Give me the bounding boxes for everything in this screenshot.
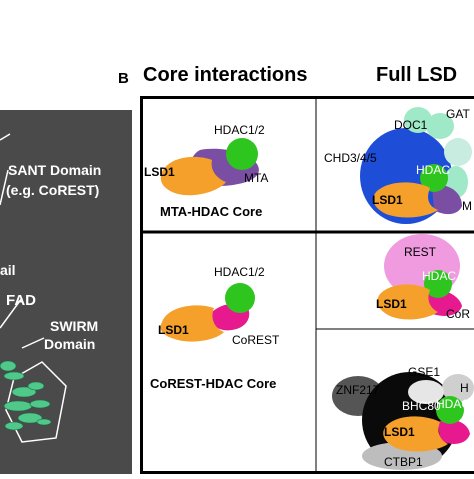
gat-protein-3 [444,138,472,166]
chd-label: CHD3/4/5 [324,151,377,165]
sant-domain-label: SANT Domain [8,162,102,178]
znf217-label: ZNF217 [336,383,380,397]
lsd1-protein [383,416,448,452]
protein-structure-ribbons [0,360,52,431]
full-lsd-heading: Full LSD [376,64,458,86]
gat-protein-2 [426,113,454,139]
hdac-label: HDAC1/2 [214,123,265,137]
mta-partial-label: M [462,199,472,213]
full-corest-complex-diagram: GSE1 H ZNF217 BHC80 HDAC LSD1 CTBP1 [332,365,474,470]
full-rest-complex-diagram: REST HDAC LSD1 CoR [376,234,470,321]
lsd1-protein [373,182,438,218]
doc1-label: DOC1 [394,118,428,132]
lsd1-protein [160,305,224,342]
hdac-protein [225,283,255,313]
swirm-domain-label: Domain [44,336,96,352]
lsd1-protein [377,284,438,320]
gat-protein [404,107,432,133]
panel-b-grid: HDAC1/2 LSD1 MTA MTA-HDAC Core HDAC1/2 L… [140,96,474,474]
ctbp1-label: CTBP1 [384,455,423,469]
hdac-protein [226,138,258,170]
lsd1-label: LSD1 [158,323,189,337]
pointer-line [0,297,23,329]
corest-example-label: (e.g. CoREST) [6,182,100,198]
hdac-label: HDAC1/2 [214,265,265,279]
fad-label: FAD [6,292,36,309]
hdac-label: HDAC [416,163,450,177]
corest-label: CoREST [232,333,280,347]
pointer-line [21,337,45,349]
hdac-protein [420,164,448,192]
corest-hdac-core-title: CoREST-HDAC Core [150,376,276,391]
lsd1-label: LSD1 [376,297,407,311]
gat-label: GAT [446,107,470,121]
pointer-line [0,169,9,206]
mta-hdac-core-title: MTA-HDAC Core [160,204,262,219]
swirm-label: SWIRM [50,318,99,334]
panel-a-lines [0,133,67,443]
full-mta-complex-diagram: DOC1 GAT CHD3/4/5 HDAC LSD1 M [324,107,472,224]
tail-label: ail [0,262,16,278]
bhc80-label: BHC80 [402,399,441,413]
mta-protein [432,185,462,215]
gse1-protein [408,380,444,404]
mta-label: MTA [244,171,268,185]
pointer-line [0,133,11,141]
core-interactions-heading: Core interactions [143,64,308,86]
lsd1-protein [160,156,226,196]
hdac-protein [424,270,452,298]
lsd1-label: LSD1 [144,165,175,179]
corest-partial-label: CoR [446,307,470,321]
rest-label: REST [404,245,437,259]
corest-protein [438,419,470,444]
gse1-label: GSE1 [408,365,440,379]
hdac-protein [436,396,464,424]
hmg-partial-label: H [460,381,469,395]
panel-a-structure: SANT Domain (e.g. CoREST) ail FAD SWIRM … [0,110,132,474]
lsd1-label: LSD1 [384,425,415,439]
hdac-label: HDAC [436,397,470,411]
swirm-outline [5,361,67,443]
hdac-label: HDAC [422,269,456,283]
hmg-protein [442,374,474,402]
mta-hdac-core-diagram: HDAC1/2 LSD1 MTA MTA-HDAC Core [144,123,268,219]
corest-hdac-core-diagram: HDAC1/2 LSD1 CoREST CoREST-HDAC Core [150,265,280,391]
panel-b-letter: B [118,70,129,87]
lsd1-label: LSD1 [372,193,403,207]
